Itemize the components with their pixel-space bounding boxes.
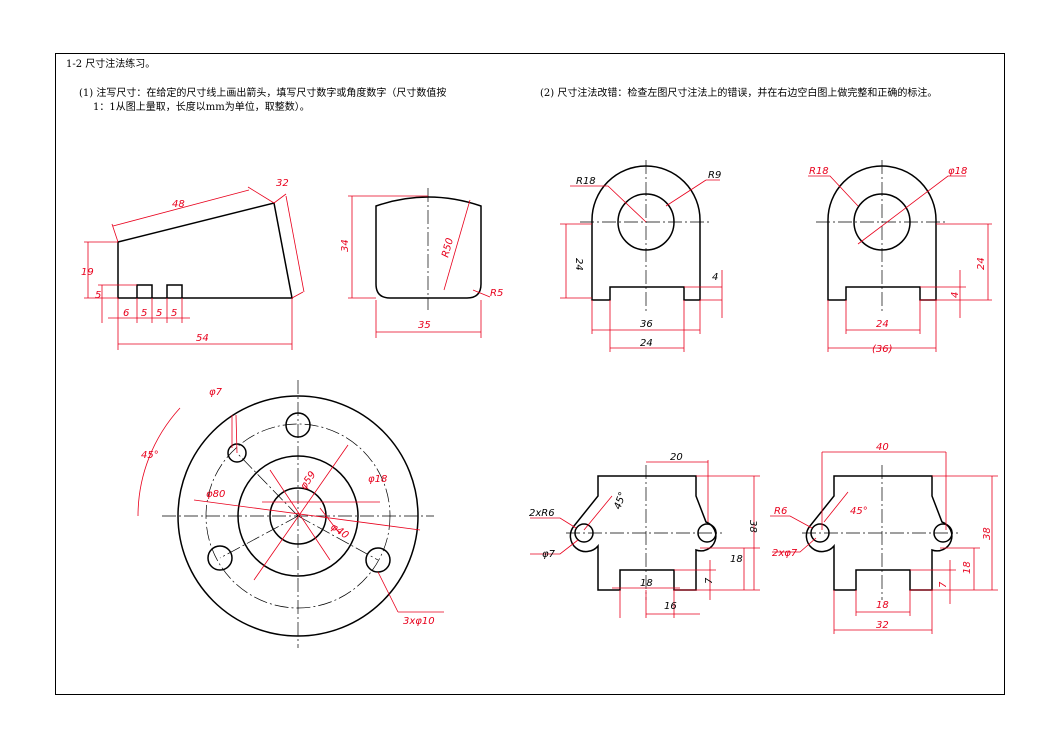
ucomp-right-r18: R18 xyxy=(809,166,829,177)
task2-instruction: (2) 尺寸注法改错：检查左图尺寸注法上的错误，并在右边空白图上做完整和正确的标… xyxy=(540,88,938,99)
bracket-wrong-angle: 45° xyxy=(612,491,628,511)
flange-angle-dim: 45° xyxy=(141,450,159,461)
block-drawing: 34 R50 R5 35 xyxy=(340,188,503,338)
ucomp-wrong-w2: 24 xyxy=(640,338,653,349)
ucomp-wrong-drawing: R18 R9 24 4 36 24 xyxy=(560,160,723,352)
bracket-right-drawing: 40 R6 45° 2xφ7 38 18 7 18 32 xyxy=(770,442,998,634)
bracket-wrong-base: 16 xyxy=(664,601,677,612)
flange-inner-dim: φ18 xyxy=(368,474,387,485)
bracket-wrong-slot-h: 7 xyxy=(704,577,715,584)
bracket-right-slot-h: 7 xyxy=(938,581,949,588)
wedge-d4-dim: 5 xyxy=(171,308,177,319)
ucomp-right-w2: (36) xyxy=(872,344,893,355)
flange-holes-dim: 3xφ10 xyxy=(403,616,435,627)
bracket-right-slot-w: 18 xyxy=(876,600,889,611)
bracket-wrong-drawing: 20 2xR6 45° φ7 38 18 7 18 16 xyxy=(529,452,760,618)
bracket-right-hole: 2xφ7 xyxy=(772,548,798,559)
wedge-slot-dim: 5 xyxy=(95,290,101,301)
bracket-wrong-top: 20 xyxy=(670,452,683,463)
block-r5-dim: R5 xyxy=(490,288,503,299)
bracket-wrong-radius: 2xR6 xyxy=(529,508,555,519)
wedge-top-dim: 48 xyxy=(172,199,185,210)
bracket-right-lower: 18 xyxy=(962,561,973,574)
block-height-dim: 34 xyxy=(340,239,351,252)
wedge-d3-dim: 5 xyxy=(156,308,162,319)
ucomp-right-w1: 24 xyxy=(876,319,889,330)
flange-drawing: 45° φ7 φ80 φ59 φ18 φ40 3xφ10 xyxy=(137,380,444,648)
ucomp-wrong-w1: 36 xyxy=(640,319,653,330)
ucomp-wrong-r18: R18 xyxy=(576,176,596,187)
ucomp-right-d18: φ18 xyxy=(948,166,967,177)
bracket-right-height: 38 xyxy=(982,527,993,540)
task1-instruction-line1: (1) 注写尺寸：在给定的尺寸线上画出箭头，填写尺寸数字或角度数字（尺寸数值按 xyxy=(79,88,447,99)
bracket-wrong-lower: 18 xyxy=(730,554,743,565)
drawing-frame xyxy=(55,53,1005,695)
bracket-wrong-height: 38 xyxy=(747,520,758,533)
ucomp-wrong-slot: 4 xyxy=(712,272,718,283)
ucomp-wrong-r9: R9 xyxy=(708,170,721,181)
wedge-d2-dim: 5 xyxy=(141,308,147,319)
bracket-right-top: 40 xyxy=(876,442,889,453)
wedge-base-dim: 54 xyxy=(196,333,209,344)
bracket-right-base: 32 xyxy=(876,620,889,631)
flange-hole-dim: φ7 xyxy=(209,387,223,398)
bracket-right-radius: R6 xyxy=(774,506,787,517)
wedge-drawing: 48 32 19 5 6 5 5 5 54 xyxy=(81,178,305,350)
flange-pcd-dim: φ80 xyxy=(206,489,225,500)
wedge-slant-dim: 32 xyxy=(276,178,289,189)
ucomp-wrong-height: 24 xyxy=(573,258,584,271)
bracket-right-angle: 45° xyxy=(850,506,868,517)
ucomp-right-drawing: R18 φ18 24 4 24 (36) xyxy=(808,160,992,355)
wedge-d1-dim: 6 xyxy=(123,308,129,319)
wedge-height-dim: 19 xyxy=(81,267,94,278)
task1-instruction-line2: 1：1从图上量取，长度以mm为单位，取整数）。 xyxy=(93,102,310,113)
block-width-dim: 35 xyxy=(418,320,431,331)
ucomp-right-slot: 4 xyxy=(950,292,961,298)
ucomp-right-height: 24 xyxy=(976,257,987,270)
bracket-wrong-hole: φ7 xyxy=(542,549,556,560)
section-title: 1-2 尺寸注法练习。 xyxy=(66,59,156,70)
bracket-wrong-slot-w: 18 xyxy=(640,578,653,589)
flange-bore-dim: φ59 xyxy=(298,470,318,492)
block-r50-dim: R50 xyxy=(440,237,456,259)
